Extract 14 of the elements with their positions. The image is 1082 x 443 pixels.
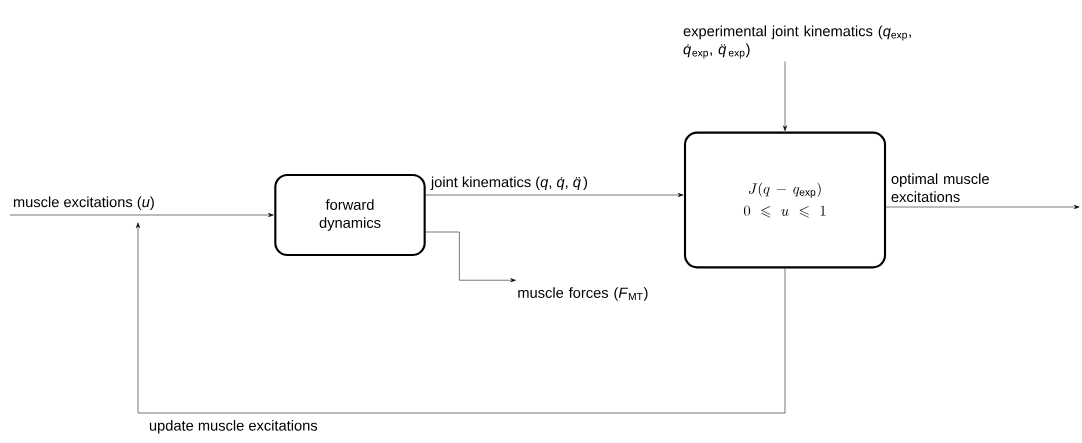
arrow bbox=[885, 205, 1080, 209]
edge-label: optimal muscle excitations bbox=[891, 173, 989, 203]
arrow bbox=[425, 231, 516, 283]
signal-text: muscle forces (F$_{MT}$) bbox=[518, 287, 648, 301]
objective-box: $J(q - q_{\mathrm{exp}})$ $0 \leqslant u \leqslant 1$ bbox=[683, 131, 887, 269]
process-box: forward dynamics bbox=[274, 173, 426, 257]
edge-label: update muscle excitations bbox=[149, 419, 318, 434]
arrow bbox=[783, 61, 787, 132]
arrow bbox=[425, 193, 684, 197]
edge-label: joint kinematics (q, q̇, q̈) bbox=[430, 176, 587, 191]
arrow bbox=[9, 213, 274, 217]
arrow bbox=[136, 222, 786, 414]
signal-text: experimental joint kinematics (q$_{exp}$, q̇$_{exp}$, q̈$_{exp}$) bbox=[683, 25, 911, 59]
edge-label: muscle excitations (u) bbox=[13, 196, 154, 211]
